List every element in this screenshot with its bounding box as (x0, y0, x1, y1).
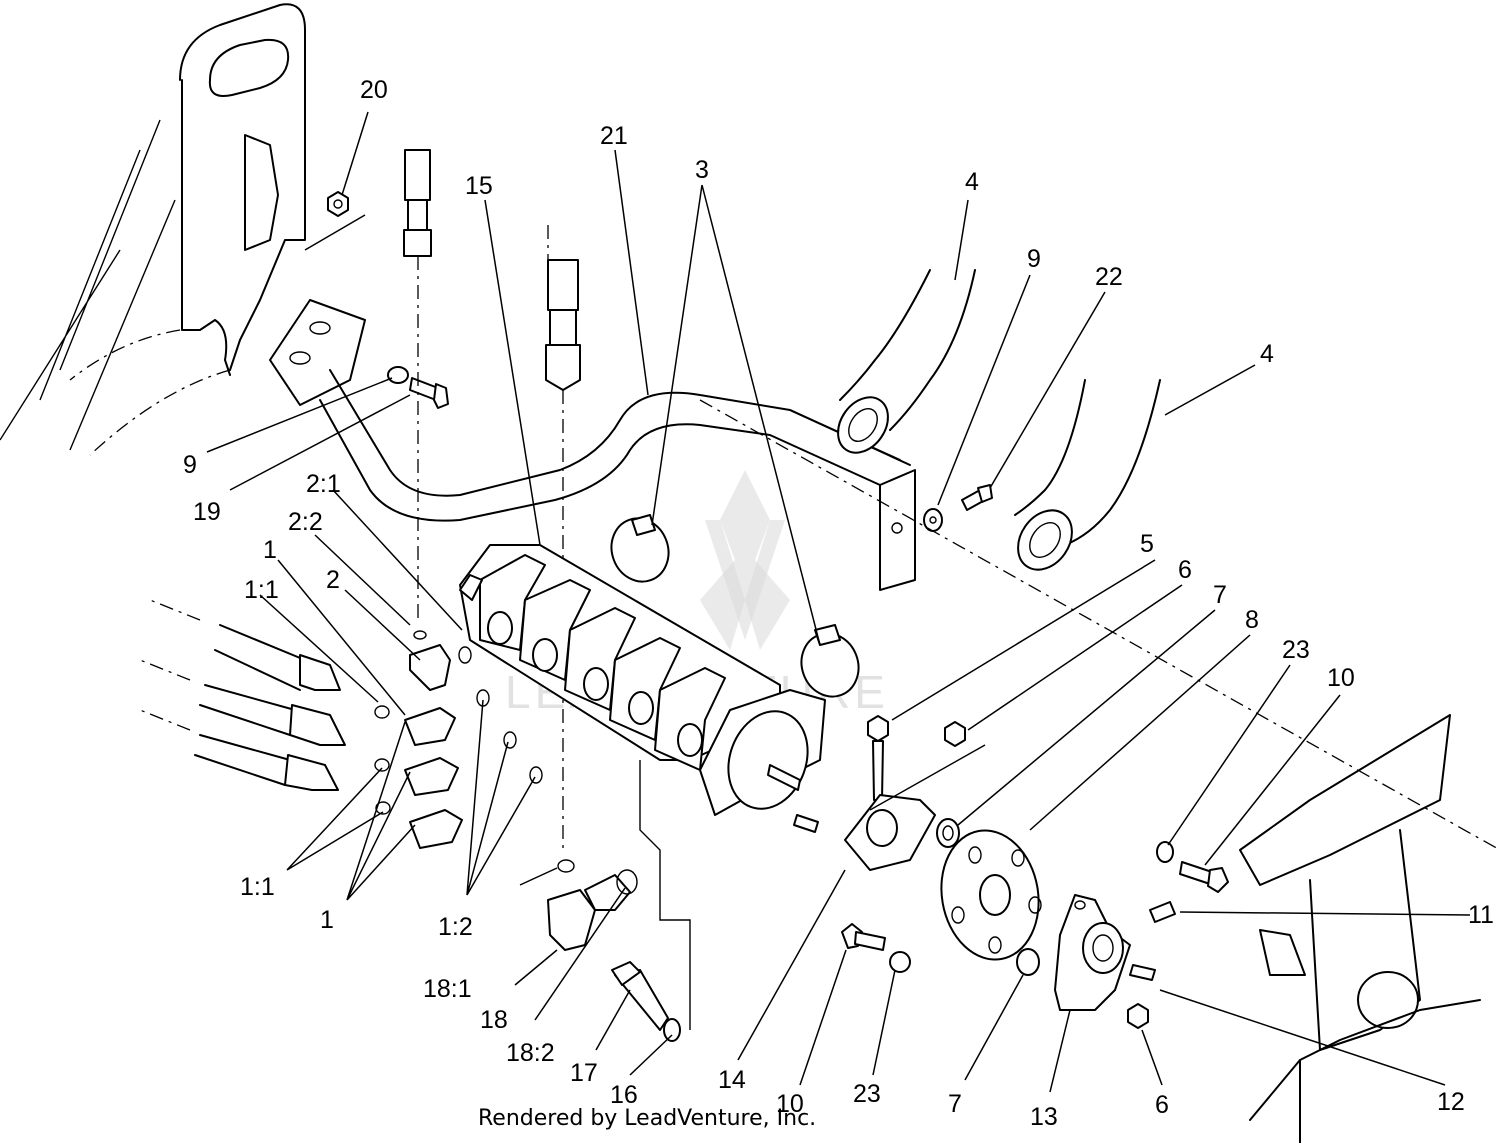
label-1-1-bottom: 1:1 (240, 873, 275, 901)
label-19: 19 (193, 498, 221, 526)
nut-6-lower (1127, 1003, 1149, 1029)
bushing-7-upper (936, 818, 960, 848)
washer-23-lower (889, 951, 911, 973)
pump-bracket (269, 299, 366, 406)
label-18-1: 18:1 (423, 975, 472, 1003)
washer-16 (663, 1018, 681, 1042)
right-frame (699, 399, 1500, 1143)
label-3: 3 (695, 156, 709, 184)
label-23-top: 23 (1282, 636, 1310, 664)
label-18-2: 18:2 (506, 1039, 555, 1067)
hose-clamp-lower (800, 624, 860, 698)
bolt-17 (611, 961, 669, 1031)
label-14: 14 (718, 1066, 746, 1094)
hub-13 (1054, 894, 1131, 1011)
label-13: 13 (1030, 1103, 1058, 1131)
bolt-10-lower (841, 923, 886, 951)
left-mounting-plate (0, 3, 306, 456)
elbow-fitting-18 (547, 859, 638, 951)
leader-lines (206, 111, 1471, 1093)
nut-20 (304, 191, 366, 251)
flange-14 (844, 744, 986, 871)
label-2-2: 2:2 (288, 508, 323, 536)
label-16: 16 (610, 1081, 638, 1109)
set-screw-11 (1149, 901, 1176, 923)
nut-6-top (944, 721, 966, 747)
label-8: 8 (1245, 606, 1259, 634)
label-11: 11 (1468, 901, 1494, 929)
label-9-right: 9 (1027, 245, 1041, 273)
label-6-top: 6 (1178, 556, 1192, 584)
label-20: 20 (360, 76, 388, 104)
label-17: 17 (570, 1059, 598, 1087)
label-9-left: 9 (183, 451, 197, 479)
label-15: 15 (465, 172, 493, 200)
fitting-1-a (374, 705, 456, 746)
fitting-2-elbow (409, 630, 472, 691)
label-10-top: 10 (1327, 664, 1355, 692)
watermark-logo (700, 470, 790, 650)
bolt-10-upper (1179, 861, 1229, 893)
render-credit: Rendered by LeadVenture, Inc. (478, 1106, 817, 1131)
washer-23-upper (1156, 841, 1174, 863)
gear-pump-15 (459, 544, 826, 816)
hose-4-upper (837, 269, 976, 454)
label-1-top: 1 (263, 536, 277, 564)
label-18: 18 (480, 1006, 508, 1034)
label-7-top: 7 (1213, 581, 1227, 609)
washer-9-right (923, 508, 943, 532)
hydraulic-hose-middle (545, 225, 581, 850)
label-21: 21 (600, 122, 628, 150)
coupling-disc-8 (940, 829, 1042, 961)
fitting-1-b (374, 757, 459, 796)
label-4-lower: 4 (1260, 340, 1274, 368)
label-5: 5 (1140, 530, 1154, 558)
label-10-bottom: 10 (776, 1090, 804, 1118)
label-2: 2 (326, 566, 340, 594)
bolt-5 (867, 715, 889, 801)
label-4-upper: 4 (965, 168, 979, 196)
label-12: 12 (1437, 1088, 1465, 1116)
bushing-7-lower (1016, 948, 1040, 976)
label-22: 22 (1095, 263, 1123, 291)
label-23-bottom: 23 (853, 1080, 881, 1108)
label-6-bottom: 6 (1155, 1091, 1169, 1119)
pump-key (793, 814, 819, 833)
label-1-2: 1:2 (438, 913, 473, 941)
washer-and-bolt (387, 366, 449, 409)
fitting-1-c (375, 801, 463, 849)
bolt-22 (961, 484, 993, 511)
hose-4-lower (1014, 379, 1161, 571)
hoses-left (139, 599, 346, 791)
label-1-1-top: 1:1 (244, 576, 279, 604)
hydraulic-hose-left (403, 149, 432, 620)
label-7-bottom: 7 (948, 1090, 962, 1118)
label-1-bottom: 1 (320, 906, 334, 934)
callout-labels: 20 21 15 3 4 9 22 4 9 19 2:1 2:2 1 2 1:1… (183, 76, 1494, 1131)
key-12 (1129, 964, 1156, 981)
hose-clamp-upper (610, 514, 670, 583)
label-2-1: 2:1 (306, 470, 341, 498)
